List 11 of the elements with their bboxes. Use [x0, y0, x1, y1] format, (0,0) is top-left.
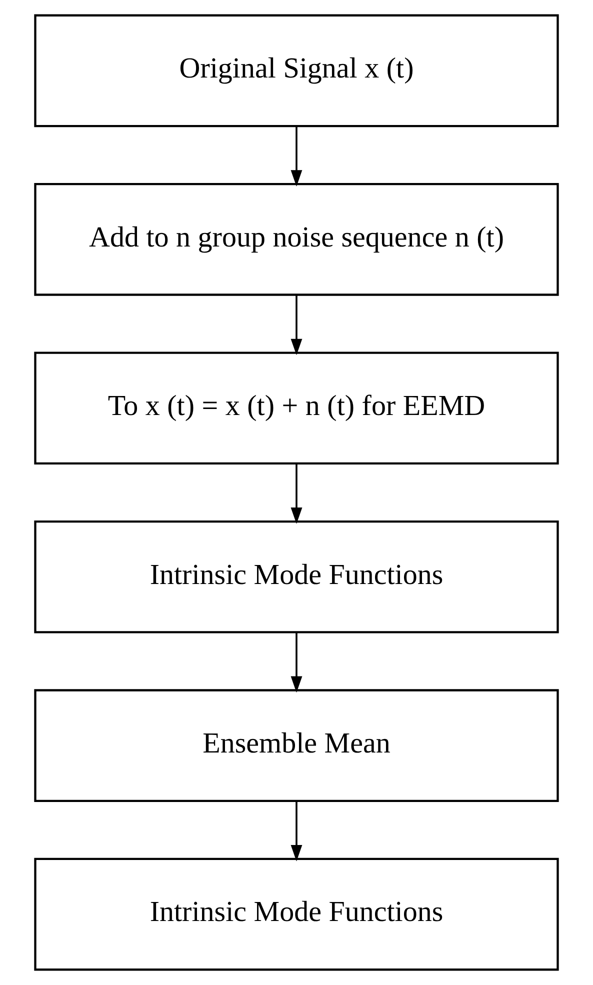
node-box: Original Signal x (t) [34, 14, 559, 128]
node-box: Intrinsic Mode Functions [34, 520, 559, 634]
node-box: Add to n group noise sequence n (t) [34, 183, 559, 296]
node-box: Intrinsic Mode Functions [34, 858, 559, 971]
arrow [290, 632, 302, 693]
arrow [290, 126, 302, 186]
arrow [290, 294, 302, 356]
node-box: To x (t) = x (t) + n (t) for EEMD [34, 352, 559, 465]
arrow [290, 464, 302, 524]
arrow [290, 801, 302, 862]
node-box: Ensemble Mean [34, 689, 559, 802]
